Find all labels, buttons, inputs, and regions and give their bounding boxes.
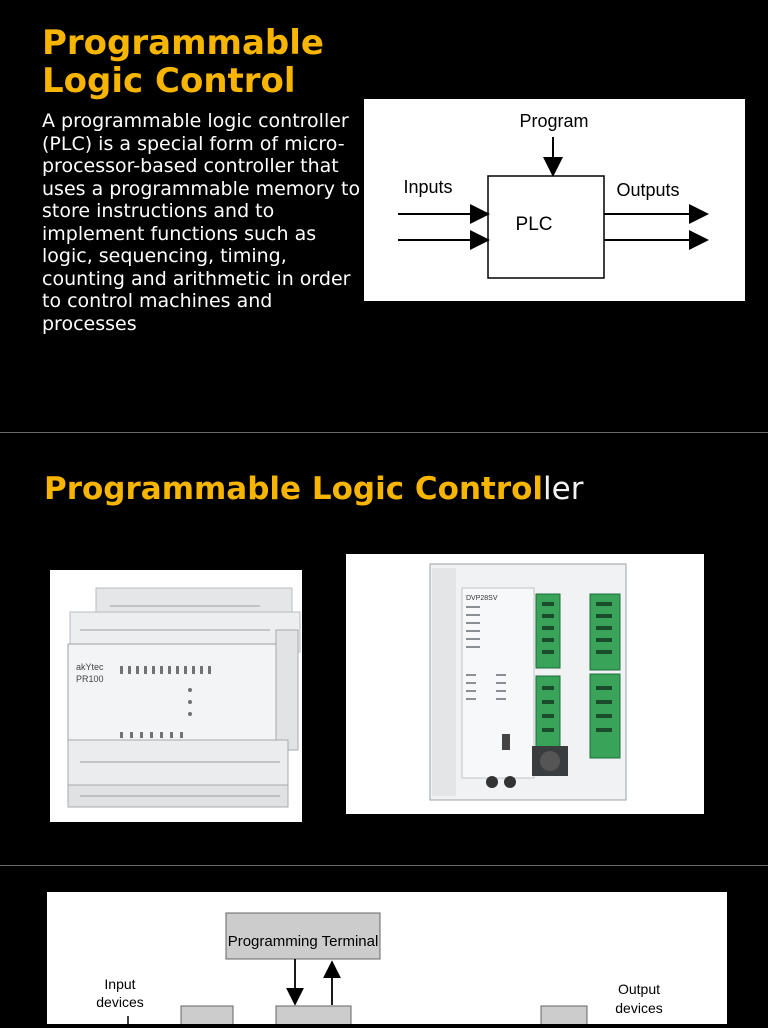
cpu-box (275, 1005, 352, 1028)
programming-terminal-label: Programming Terminal (228, 933, 379, 950)
program-label: Program (519, 111, 588, 131)
plc-device-b-illustration: DVP28SV (346, 554, 704, 814)
definition-text: A programmable logic controller (PLC) is… (42, 110, 361, 335)
slide-divider (0, 432, 768, 433)
plc-label: PLC (516, 214, 553, 235)
plc-system-diagram: Programming Terminal Input devices Outpu… (47, 892, 727, 1028)
input-module-box (180, 1005, 234, 1028)
plc-box (487, 175, 605, 279)
outputs-label: Outputs (616, 180, 679, 200)
title-line-1: Programmable (42, 23, 324, 63)
slide-plc-definition: Programmable Logic Control A programmabl… (0, 0, 768, 432)
slide-title-2: Programmable Logic Controller (44, 470, 583, 508)
plc-system-diagram-svg: Programming Terminal Input devices Outpu… (96, 912, 663, 1028)
title-line-2: Logic Control (42, 61, 296, 101)
output-devices-label-2: devices (615, 1000, 662, 1016)
plc-block-diagram-svg: Program PLC Inputs Outputs (398, 111, 709, 279)
output-module-box (540, 1005, 588, 1028)
slide-title: Programmable Logic Control (42, 24, 324, 100)
plc-photo-delta: DVP28SV (346, 554, 704, 814)
akytec-model-text: PR100 (76, 674, 104, 684)
programming-terminal-box (225, 912, 381, 960)
delta-model-text: DVP28SV (466, 595, 498, 602)
akytec-brand-text: akYtec (76, 662, 104, 672)
slide-divider-2 (0, 865, 768, 866)
plc-device-a-illustration: akYtec PR100 (50, 570, 302, 822)
plc-photo-akytec: akYtec PR100 (50, 570, 302, 822)
output-devices-label-1: Output (618, 981, 660, 997)
title-part-2: ler (543, 471, 584, 507)
plc-block-diagram: Program PLC Inputs Outputs (364, 99, 745, 301)
title-part-1: Programmable Logic Control (44, 471, 544, 507)
input-devices-label-2: devices (96, 994, 143, 1010)
inputs-label: Inputs (403, 177, 452, 197)
input-devices-label-1: Input (104, 976, 135, 992)
